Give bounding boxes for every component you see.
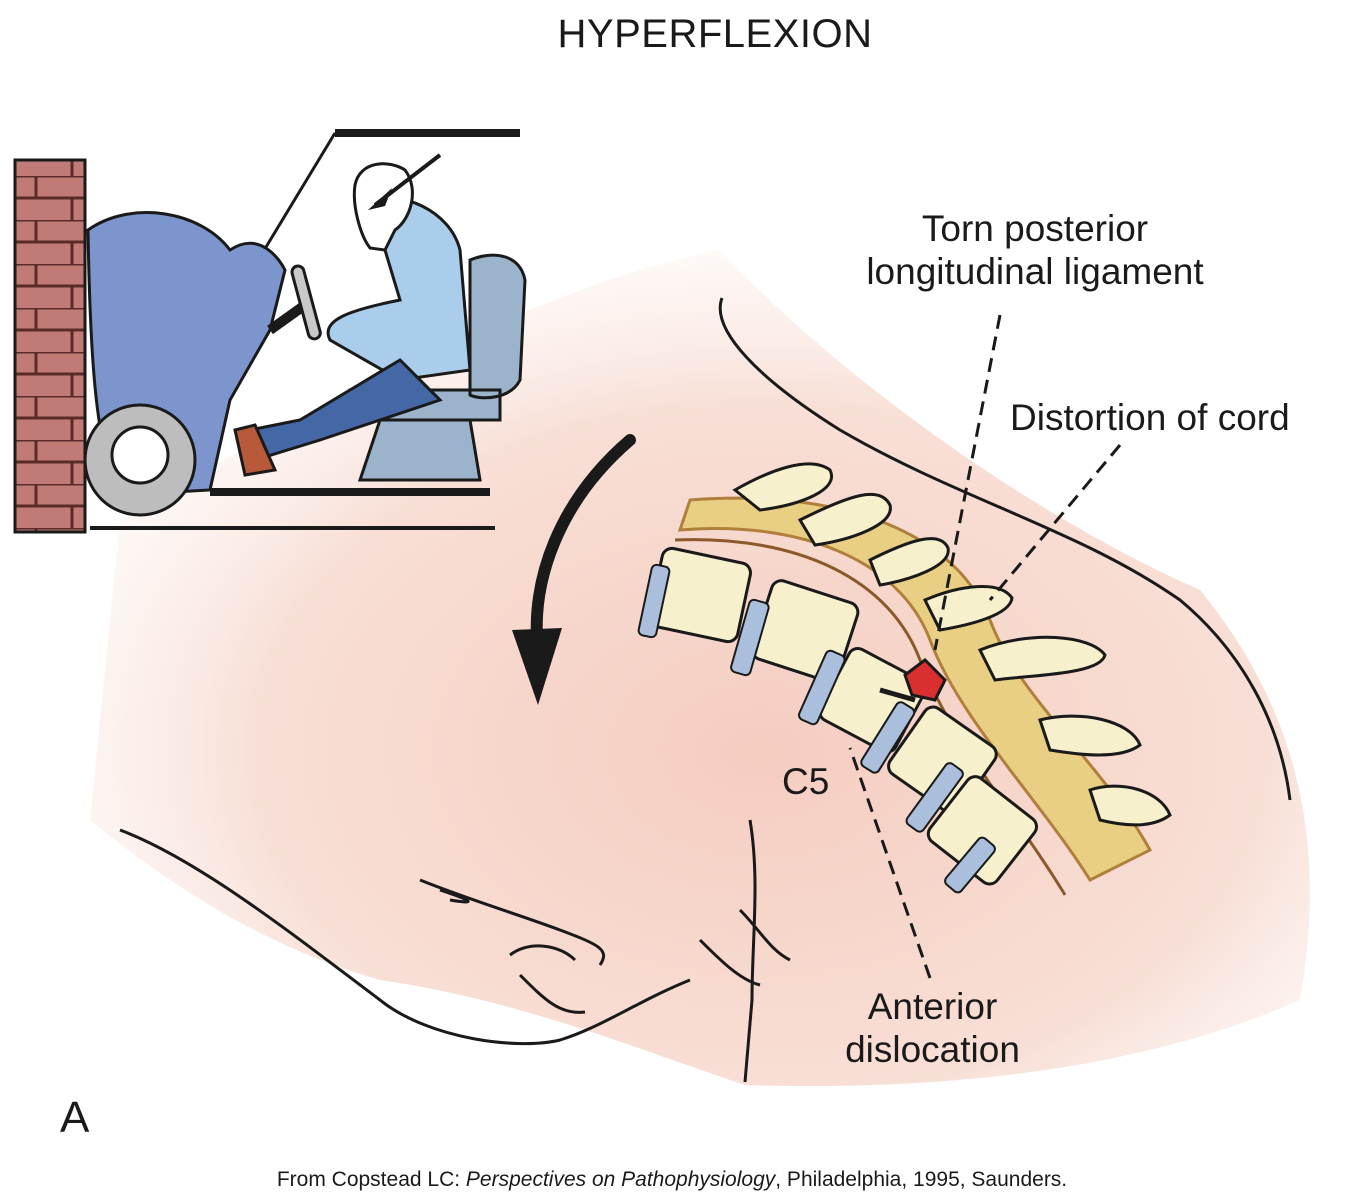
vertebral-bodies <box>648 546 1038 886</box>
disc-6 <box>944 836 996 894</box>
label-torn-ligament-line2: longitudinal ligament <box>866 251 1204 293</box>
label-torn-ligament-line1: Torn posterior <box>921 208 1149 249</box>
head-impact-arrowhead <box>368 188 392 210</box>
credit-book-title: Perspectives on Pathophysiology <box>465 1168 776 1191</box>
back-of-neck-outline <box>718 297 1292 801</box>
label-c5: C5 <box>782 761 830 802</box>
nose-outline <box>419 878 606 966</box>
credit-suffix: , Philadelphia, 1995, Saunders. <box>775 1168 1068 1191</box>
spinous-1 <box>732 462 834 512</box>
car-seat <box>348 253 527 482</box>
leader-distortion <box>988 444 1122 601</box>
vertebra-5 <box>926 775 1038 886</box>
disc-3 <box>798 649 846 726</box>
source-credit: From Copstead LC: Perspectives on Pathop… <box>0 1168 1344 1192</box>
spinous-2 <box>797 492 892 547</box>
label-anterior-dislocation: Anterior dislocation <box>820 985 1045 1072</box>
intervertebral-discs <box>637 563 996 894</box>
spinous-3 <box>868 537 950 587</box>
spinous-7 <box>1088 784 1172 827</box>
credit-prefix: From Copstead LC: <box>276 1168 466 1191</box>
label-torn-ligament: Torn posterior longitudinal ligament <box>830 207 1240 294</box>
leader-anterior-dislocation <box>848 747 932 979</box>
disc-4 <box>860 701 916 774</box>
panel-letter: A <box>60 1093 90 1142</box>
hubcap <box>110 425 170 485</box>
flexion-arrow <box>512 434 636 705</box>
label-anterior-line1: Anterior <box>867 986 998 1027</box>
spinous-4 <box>922 584 1014 632</box>
spinous-6 <box>1038 714 1142 757</box>
dislocation-step <box>879 687 916 703</box>
label-distortion-of-cord: Distortion of cord <box>1010 397 1290 438</box>
chin-outline <box>743 819 757 1083</box>
leader-lines <box>848 314 1122 979</box>
disc-5 <box>905 762 964 833</box>
spinous-processes <box>732 462 1172 827</box>
lip-outline <box>509 944 586 1014</box>
face-outline <box>119 828 691 1046</box>
steering-column <box>267 300 308 335</box>
figure-title: HYPERFLEXION <box>557 12 873 56</box>
skin-shading <box>90 250 1310 1087</box>
spinous-5 <box>977 635 1107 682</box>
leader-torn-ligament <box>933 314 1002 651</box>
brick-wall <box>13 158 87 534</box>
crash-inset <box>13 129 527 534</box>
disc-1 <box>637 563 671 639</box>
ligament-tear-marker <box>903 658 947 702</box>
disc-2 <box>730 598 770 677</box>
label-anterior-line2: dislocation <box>845 1029 1020 1071</box>
head-and-neck <box>90 250 1310 1087</box>
driver-shoe <box>233 423 278 477</box>
hand-near-face <box>698 908 791 987</box>
cervical-spine <box>637 462 1172 896</box>
steering-wheel <box>290 264 322 341</box>
